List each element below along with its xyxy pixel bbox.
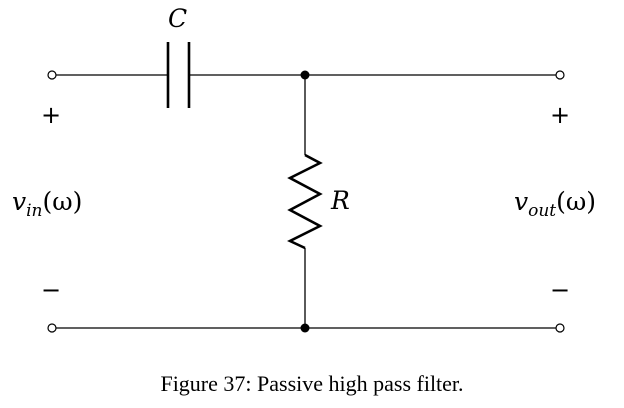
figure-caption: Figure 37: Passive high pass filter.: [160, 371, 463, 396]
capacitor-label: C: [168, 4, 187, 33]
output-voltage-label: vout(ω): [514, 187, 596, 221]
input-terminal-bottom: [47, 323, 57, 333]
junction-node-bottom: [300, 323, 310, 333]
output-terminal-bottom: [555, 323, 565, 333]
input-minus-sign: −: [41, 276, 61, 304]
resistor-label: R: [330, 186, 350, 215]
output-minus-sign: −: [550, 276, 570, 304]
output-terminal-top: [555, 70, 565, 80]
input-plus-sign: +: [41, 101, 61, 129]
input-voltage-subscript: in: [26, 201, 42, 221]
input-terminal-top: [47, 70, 57, 80]
output-voltage-argument: (ω): [556, 187, 596, 216]
input-voltage-argument: (ω): [43, 187, 83, 216]
junction-node-top: [300, 70, 310, 80]
input-voltage-symbol: v: [12, 187, 26, 216]
output-plus-sign: +: [550, 101, 570, 129]
resistor-zigzag: [287, 153, 323, 250]
output-voltage-subscript: out: [528, 201, 556, 221]
output-voltage-symbol: v: [514, 187, 528, 216]
input-voltage-label: vin(ω): [12, 187, 82, 221]
